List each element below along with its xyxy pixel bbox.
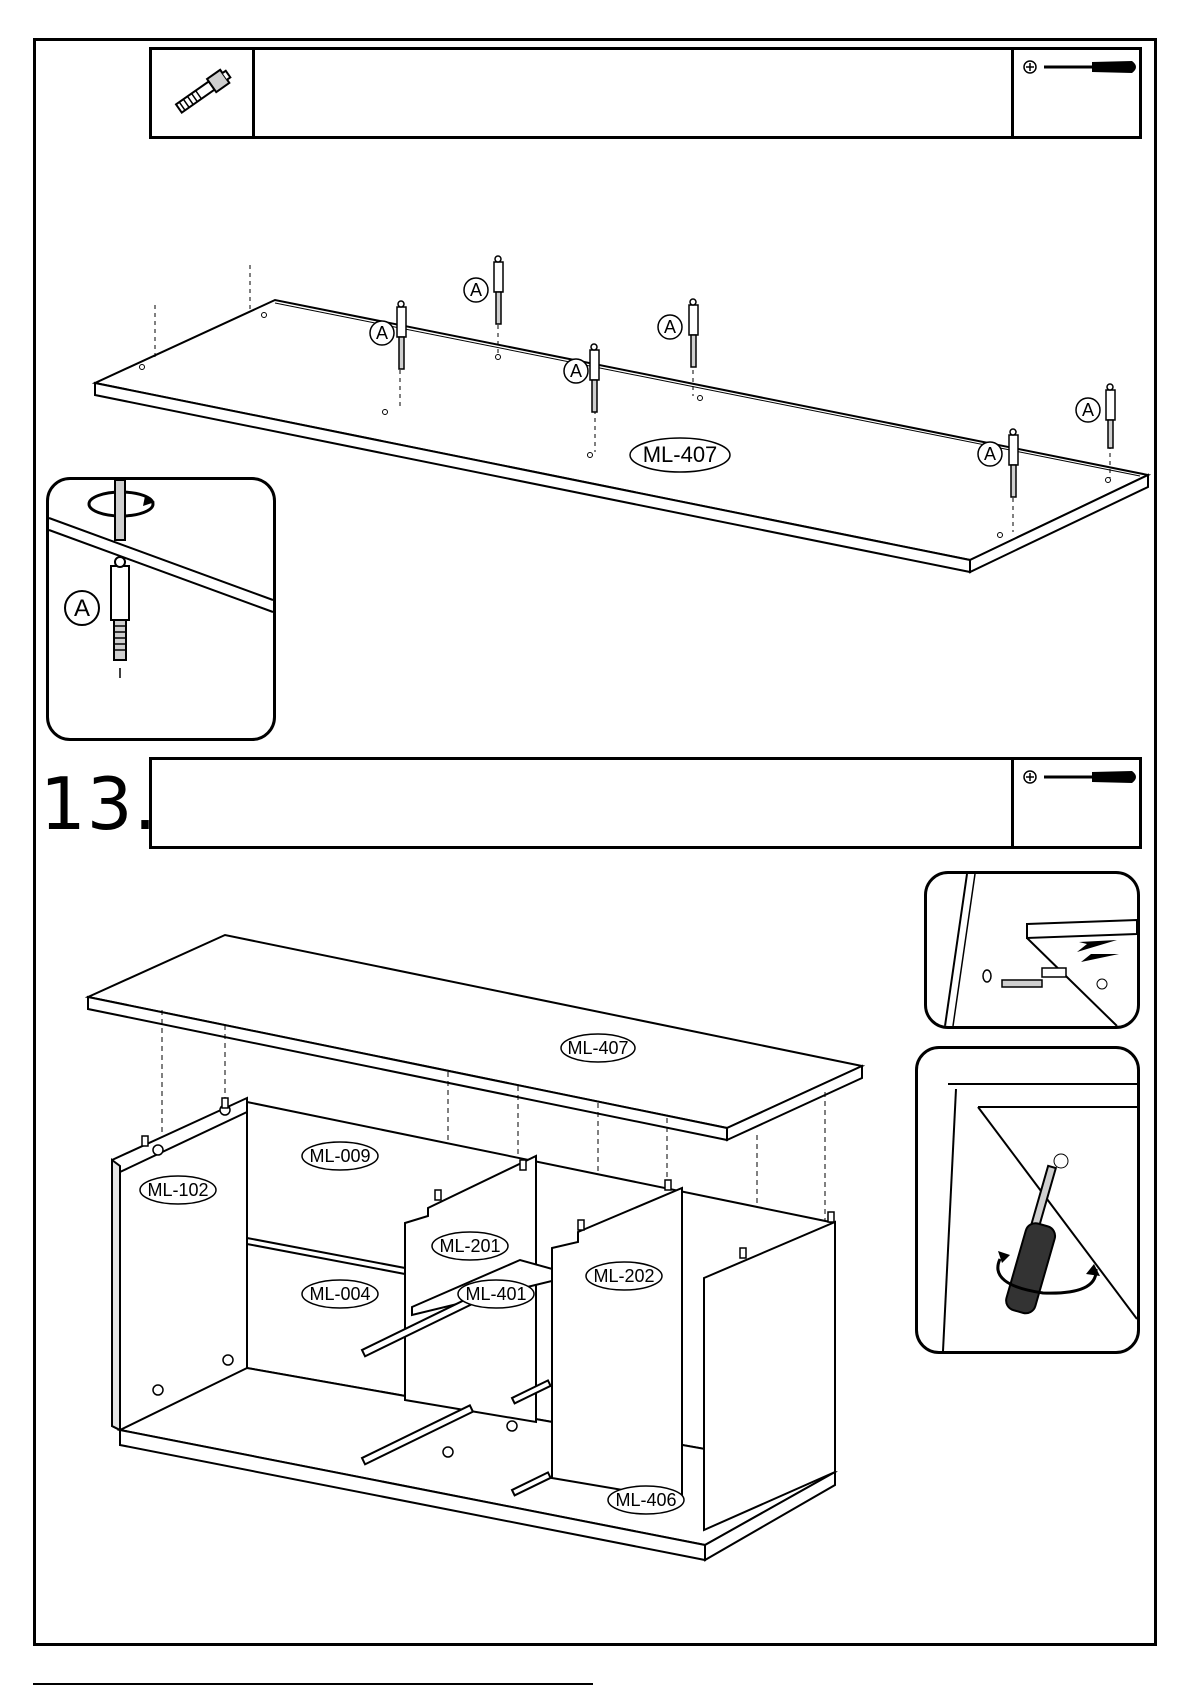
- fitting-label: A: [376, 323, 388, 343]
- panel-label: ML-407: [643, 442, 718, 467]
- label-top: ML-407: [567, 1038, 628, 1058]
- panel-top: [88, 935, 862, 1140]
- step13-illustration: ML-407 ML-102 ML-009 ML-004 ML-201 ML-40…: [0, 860, 900, 1580]
- label-left-side: ML-102: [147, 1180, 208, 1200]
- label-right-side: ML-406: [615, 1490, 676, 1510]
- step-number: 13.: [40, 768, 158, 840]
- fitting-a: [1106, 384, 1115, 448]
- label-divider-right: ML-202: [593, 1266, 654, 1286]
- label-divider-left: ML-201: [439, 1236, 500, 1256]
- step13-header-bar: [149, 757, 1142, 849]
- fitting-label: A: [470, 280, 482, 300]
- fitting-a: [494, 256, 503, 324]
- label-small-shelf: ML-401: [465, 1284, 526, 1304]
- label-fixed-shelf: ML-004: [309, 1284, 370, 1304]
- step13-detail-inset-screwdriver: [915, 1046, 1140, 1354]
- detail-fitting-label: A: [74, 595, 90, 622]
- label-back: ML-009: [309, 1146, 370, 1166]
- fitting-a: [397, 301, 406, 369]
- fitting-label: A: [570, 361, 582, 381]
- phillips-screwdriver-icon: [1022, 766, 1142, 788]
- step13-detail-inset-dowel: [924, 871, 1140, 1029]
- fitting-label: A: [1082, 400, 1094, 420]
- fitting-a: [590, 344, 599, 412]
- fitting-a: [689, 299, 698, 367]
- fitting-label: A: [984, 444, 996, 464]
- fitting-a: [1009, 429, 1018, 497]
- step12-detail-inset: A: [46, 477, 276, 741]
- fitting-label: A: [664, 317, 676, 337]
